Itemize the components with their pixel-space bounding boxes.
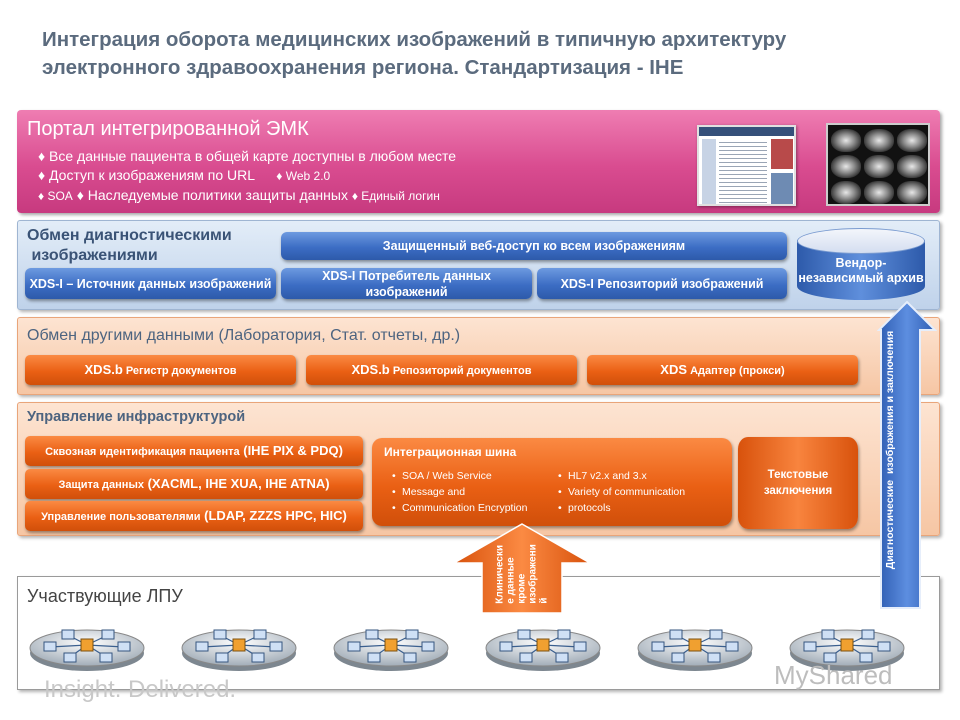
integration-bus-title: Интеграционная шина [384,445,517,459]
security-label: Защита данных [58,478,144,491]
xds-b-repository-box: XDS.b Репозиторий документов [306,355,577,385]
network-icon [333,629,449,671]
medical-scan-image [826,123,930,206]
vertical-arrow-label: Диагностические изображения и заключения [884,330,896,570]
vertical-arrow-label-box: Диагностические изображения и заключения [858,330,922,570]
registry-prefix: XDS.b [84,361,123,377]
repository-label: Репозиторий документов [389,364,532,377]
title-line-2: электронного здравоохранения региона. Ст… [42,56,684,79]
repository-prefix: XDS.b [351,361,390,377]
clinical-label-line: е данные [505,557,517,604]
network-icon [789,629,905,671]
web-portal-screenshot-image [697,125,796,206]
portal-line-3a: ♦ SOA [38,189,73,203]
participating-facilities-panel [17,576,940,690]
bus-item-continuation: protocols [558,500,611,516]
adapter-label: Адаптер (прокси) [687,364,785,377]
data-security-box: Защита данных (XACML, IHE XUA, IHE ATNA) [25,469,363,499]
up-arrow-icon [452,523,592,614]
infrastructure-title: Управление инфраструктурой [27,409,246,425]
network-icon [29,629,145,671]
bus-item-continuation: Communication Encryption [392,500,528,516]
xds-i-consumer-box: XDS-I Потребитель данных изображений [281,268,532,299]
network-icon [181,629,297,671]
text-reports-label: Текстовые заключения [763,469,833,497]
adapter-prefix: XDS [660,361,688,377]
xds-adapter-box: XDS Адаптер (прокси) [587,355,858,385]
portal-line-2: ♦ Доступ к изображениям по URL ♦ Web 2.0 [38,167,330,183]
network-icon [485,629,601,671]
network-icon [637,629,753,671]
portal-line-3c: ♦ Единый логин [351,189,440,203]
xds-b-registry-box: XDS.b Регистр документов [25,355,296,385]
bus-item: Variety of communication [558,484,685,500]
portal-title: Портал интегрированной ЭМК [27,118,309,140]
pix-label: Сквозная идентификация пациента [45,445,240,458]
clinical-label-line: Клинически [494,545,506,604]
clinical-label-line: изображени [527,544,539,604]
up-arrow-icon [877,300,937,609]
archive-label: Вендор-независимый архив [798,256,924,285]
bus-item: HL7 v2.x and 3.x [558,468,647,484]
text-reports-cylinder: Текстовые заключения [738,437,858,529]
portal-line-2a: ♦ Доступ к изображениям по URL [38,167,255,183]
bus-item: SOA / Web Service [392,468,492,484]
portal-line-2b: ♦ Web 2.0 [276,169,331,183]
portal-line-3: ♦ SOA ♦ Наследуемые политики защиты данн… [38,187,440,203]
portal-line-3b: ♦ Наследуемые политики защиты данных [76,187,348,203]
page-title: Интеграция оборота медицинских изображен… [42,26,942,82]
user-management-box: Управление пользователями (LDAP, ZZZS HP… [25,501,363,531]
users-standard: (LDAP, ZZZS HPC, HIC) [200,507,347,523]
bus-item: Message and [392,484,465,500]
other-data-title: Обмен другими данными (Лаборатория, Стат… [27,327,461,344]
xds-i-repository-box: XDS-I Репозиторий изображений [537,268,787,299]
patient-identification-box: Сквозная идентификация пациента (IHE PIX… [25,436,363,466]
secure-web-access-box: Защищенный веб-доступ ко всем изображени… [281,232,787,260]
diagnostic-title-line-1: Обмен диагностическими [27,227,232,244]
portal-line-1: ♦ Все данные пациента в общей карте дост… [38,148,457,164]
vendor-neutral-archive-cylinder: Вендор-независимый архив [797,228,925,308]
integration-bus-box: Интеграционная шина SOA / Web Service Me… [372,438,732,526]
diagnostic-title-line-2: изображениями [27,247,158,264]
watermark-right: MyShared [774,660,893,690]
xds-i-source-box: XDS-I – Источник данных изображений [25,268,276,299]
clinical-data-label: Клинически е данные кроме изображени й [482,540,562,610]
security-standard: (XACML, IHE XUA, IHE ATNA) [143,475,330,491]
watermark-left: Insight. Delivered. [44,676,237,703]
clinical-label-line: кроме [516,573,528,604]
title-line-1: Интеграция оборота медицинских изображен… [42,28,787,51]
users-label: Управление пользователями [41,510,201,523]
diagnostic-images-title: Обмен диагностическими изображениями [27,226,232,266]
pix-standard: (IHE PIX & PDQ) [239,442,343,458]
clinical-label-line: й [538,597,550,604]
participating-facilities-title: Участвующие ЛПУ [27,586,183,606]
registry-label: Регистр документов [122,364,237,377]
